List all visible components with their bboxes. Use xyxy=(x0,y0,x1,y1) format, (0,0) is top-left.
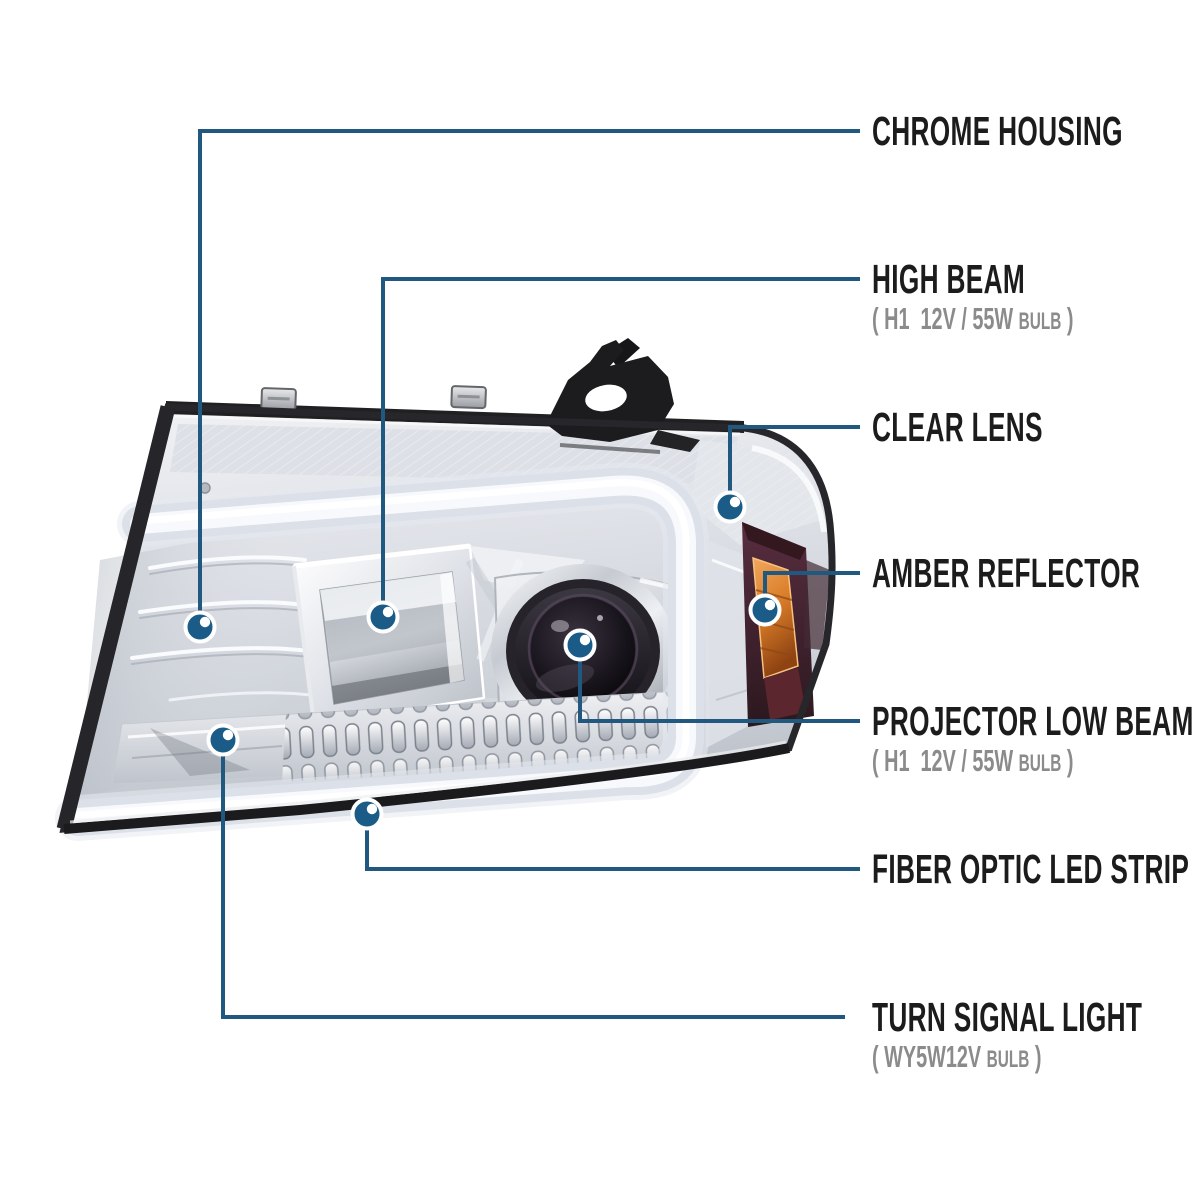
callout-high-beam: HIGH BEAM ( H1 12V / 55W BULB ) xyxy=(872,257,1073,339)
callout-lines xyxy=(198,129,860,1019)
callout-dot-chrome-housing xyxy=(183,610,217,644)
callout-label: AMBER REFLECTOR xyxy=(872,550,1141,596)
callout-clear-lens: CLEAR LENS xyxy=(872,405,1043,450)
callout-line-clear-lens xyxy=(728,425,860,507)
callout-amber-reflector: AMBER REFLECTOR xyxy=(872,551,1140,596)
callout-dot-high-beam xyxy=(366,600,400,634)
callout-sublabel: ( H1 12V / 55W BULB ) xyxy=(872,743,1074,778)
edge-trim xyxy=(56,403,836,834)
high-beam-reflector xyxy=(292,543,486,726)
callout-fiber-optic-led-strip: FIBER OPTIC LED STRIP xyxy=(872,847,1189,892)
callout-dots xyxy=(183,490,782,831)
mounting-bracket xyxy=(546,338,700,452)
callout-sublabel: ( H1 12V / 55W BULB ) xyxy=(872,301,1074,336)
callout-dot-fiber-optic-led-strip xyxy=(350,797,384,831)
callout-dot-projector-low-beam xyxy=(563,628,597,662)
callout-label: FIBER OPTIC LED STRIP xyxy=(872,846,1190,892)
callout-label: CLEAR LENS xyxy=(872,404,1043,450)
callout-line-projector-low-beam xyxy=(578,645,860,723)
fiber-optic-led-tube xyxy=(55,462,709,841)
callout-chrome-housing: CHROME HOUSING xyxy=(872,109,1123,154)
callout-dot-clear-lens xyxy=(713,490,747,524)
callout-projector-low-beam: PROJECTOR LOW BEAM ( H1 12V / 55W BULB ) xyxy=(872,699,1194,781)
callout-label: TURN SIGNAL LIGHT xyxy=(872,994,1143,1040)
callout-sublabel: ( WY5W12V BULB ) xyxy=(872,1039,1042,1074)
callout-label: HIGH BEAM xyxy=(872,256,1026,302)
callout-line-high-beam xyxy=(381,277,860,617)
callout-dot-amber-reflector xyxy=(748,593,782,627)
callout-turn-signal-light: TURN SIGNAL LIGHT ( WY5W12V BULB ) xyxy=(872,995,1142,1077)
right-chrome-strip xyxy=(706,540,752,748)
mounting-clip-left xyxy=(260,387,297,412)
callout-line-fiber-optic-led-strip xyxy=(365,814,860,871)
chrome-housing-ridges xyxy=(130,482,320,702)
callout-label: PROJECTOR LOW BEAM xyxy=(872,698,1194,744)
callout-label: CHROME HOUSING xyxy=(872,108,1123,154)
callout-line-chrome-housing xyxy=(198,129,860,627)
mounting-clip-right xyxy=(450,385,487,410)
headlight-photo xyxy=(55,338,836,841)
callout-line-turn-signal-light xyxy=(221,740,845,1019)
corner-highlight xyxy=(751,445,827,533)
callout-dot-turn-signal-light xyxy=(206,723,240,757)
